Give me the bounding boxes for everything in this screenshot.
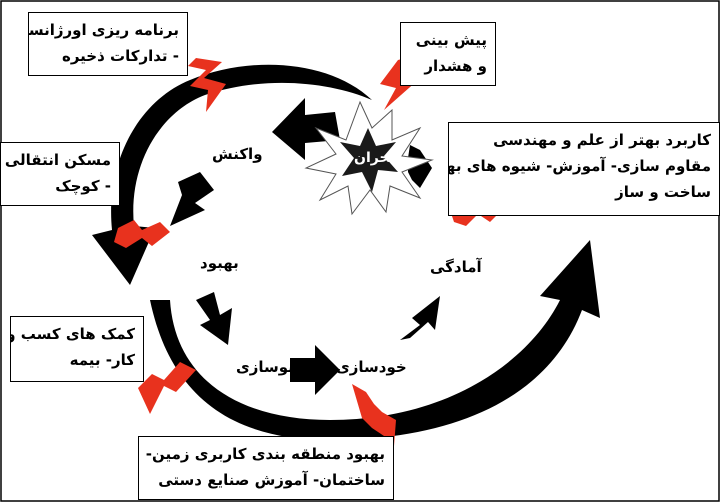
callout-line: کاربرد بهتر از علم و مهندسی — [493, 131, 711, 149]
arrow-recovery-to-reconstruction — [196, 292, 232, 345]
callout-line: مسکن انتقالی — [4, 151, 111, 169]
outer-arc-bottom — [150, 240, 600, 440]
callout-line: کار- بیمه — [69, 351, 135, 369]
callout-line: ساختمان- آموزش صنایع دستی — [158, 471, 385, 489]
stage-self-reliance: خودسازی — [336, 358, 407, 376]
callout-line: برنامه ریزی اورژانسی — [28, 21, 179, 39]
callout-line: بهبود منطقه بندی کاربری زمین- — [145, 445, 385, 463]
stage-preparedness: آمادگی — [430, 258, 482, 276]
callout-line: - تدارکات ذخیره — [62, 47, 179, 65]
callout-line: - کوچک — [55, 177, 111, 195]
arrow-selfreliance-to-preparedness — [400, 296, 440, 340]
callout-forecast-warning: پیش بینی و هشدار — [400, 22, 496, 86]
stage-reconstruction: نوسازی — [236, 358, 294, 376]
callout-engineering: کاربرد بهتر از علم و مهندسی مقاوم سازی- … — [448, 122, 720, 216]
outer-arc-top — [92, 64, 372, 285]
callout-line: پیش بینی — [415, 31, 487, 49]
bolt-orgplan — [188, 58, 226, 112]
arrow-reaction-to-recovery — [170, 172, 214, 226]
bolt-business — [138, 362, 196, 414]
callout-temporary-housing: مسکن انتقالی - کوچک — [0, 142, 120, 206]
callout-line: کمک های کسب و — [10, 325, 135, 343]
bolt-landuse — [352, 384, 396, 446]
stage-recovery: بهبود — [200, 254, 239, 272]
callout-business-aid: کمک های کسب و کار- بیمه — [10, 316, 144, 382]
crisis-star — [340, 128, 398, 192]
stage-reaction: واکنش — [212, 145, 263, 163]
crisis-label: بحران — [354, 150, 395, 166]
bolt-temp-housing — [114, 220, 170, 248]
callout-line: ساخت و ساز — [615, 183, 711, 201]
callout-emergency-planning: برنامه ریزی اورژانسی - تدارکات ذخیره — [28, 12, 188, 76]
callout-land-use: بهبود منطقه بندی کاربری زمین- ساختمان- آ… — [138, 436, 394, 500]
callout-line: مقاوم سازی- آموزش- شیوه های بهتر — [448, 157, 711, 175]
arrow-reconstruction-to-selfreliance — [290, 345, 340, 395]
arrow-to-crisis — [408, 145, 432, 188]
callout-line: و هشدار — [424, 57, 487, 75]
arrow-to-reaction — [272, 98, 340, 160]
